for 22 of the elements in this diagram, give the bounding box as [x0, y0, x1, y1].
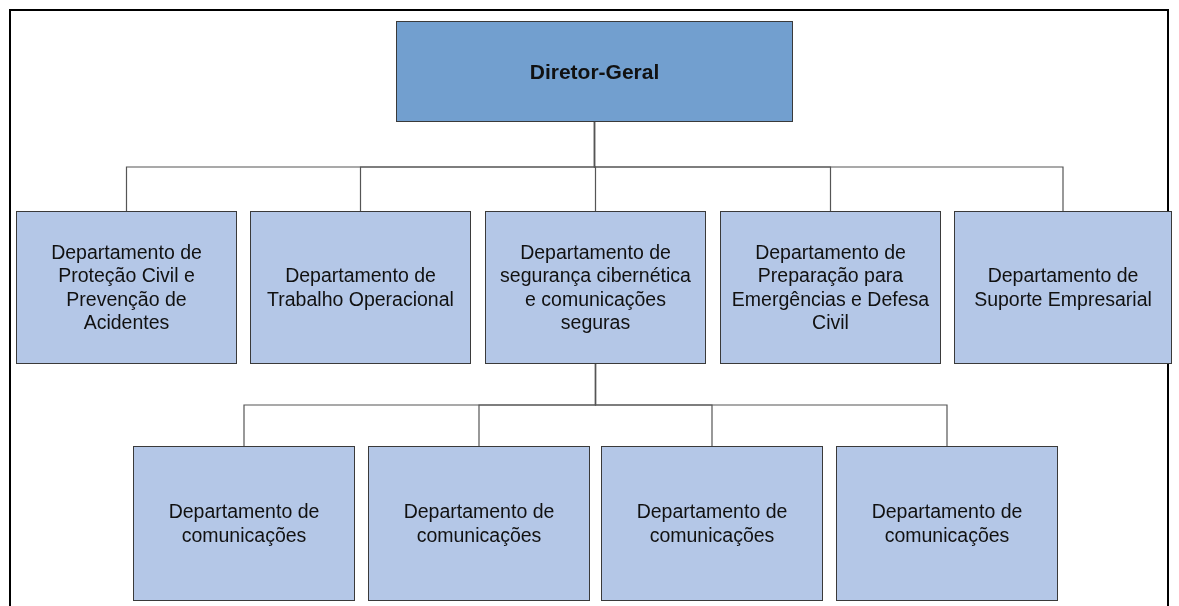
- department-box: [836, 446, 1058, 601]
- box-label: Departamento de comunicações: [402, 500, 556, 547]
- box-label: Departamento de Proteção Civil e Prevenção de Acidentes: [50, 240, 203, 335]
- box-label: Departamento de Suporte Empresarial: [973, 264, 1153, 311]
- department-box: [720, 211, 941, 364]
- box-label: Departamento de Preparação para Emergências e Defesa Civil: [730, 240, 931, 335]
- director-box: [396, 21, 793, 122]
- box-label: Departamento de Trabalho Operacional: [266, 264, 455, 311]
- department-box: [368, 446, 590, 601]
- department-box: [601, 446, 823, 601]
- box-label: Diretor-Geral: [529, 58, 660, 85]
- connector-line: [594, 363, 948, 447]
- box-label: Departamento de comunicações: [635, 500, 789, 547]
- box-label: Departamento de segurança cibernética e comunicações seguras: [499, 240, 692, 335]
- department-box: [250, 211, 471, 364]
- box-label: Departamento de comunicações: [167, 500, 321, 547]
- box-label: Departamento de comunicações: [870, 500, 1024, 547]
- department-box: [16, 211, 237, 364]
- department-box: [133, 446, 355, 601]
- department-box: [485, 211, 706, 364]
- department-box: [954, 211, 1172, 364]
- connector-line: [593, 121, 1064, 212]
